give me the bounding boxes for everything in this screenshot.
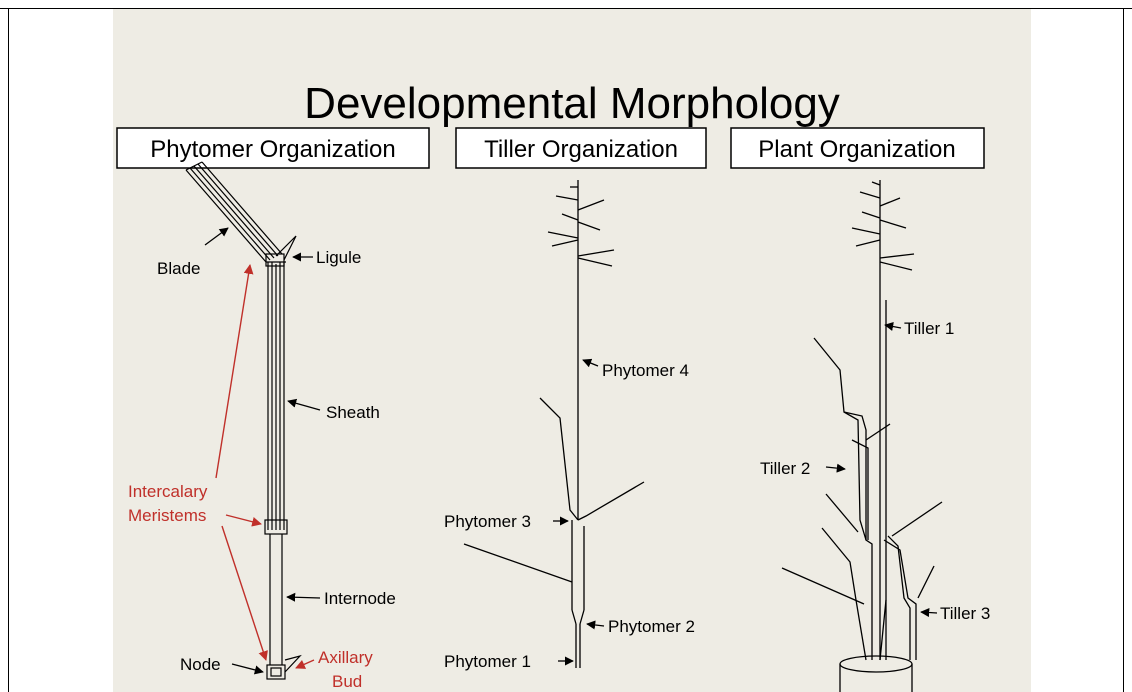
pointer-meristem-node [222,526,266,660]
pointer-internode [287,597,320,598]
panel-label-phytomer: Phytomer Organization [150,136,395,163]
label-axillary-1: Axillary [318,648,373,667]
ligule-meristem-box [266,254,284,266]
label-phytomer-1: Phytomer 1 [444,652,531,671]
panel-label-plant: Plant Organization [758,136,955,163]
label-internode: Internode [324,589,396,608]
axillary-bud-shape [285,656,300,672]
blade-shape [186,162,282,262]
pointer-meristem-sheath [226,515,261,524]
label-tiller-3: Tiller 3 [940,604,990,623]
label-blade: Blade [157,259,200,278]
label-ligule: Ligule [316,248,361,267]
label-phytomer-2: Phytomer 2 [608,617,695,636]
pointer-blade [205,228,228,245]
pointer-phytomer-2 [587,624,604,626]
pointer-axillary-bud [296,660,314,668]
pointer-tiller-1 [885,325,901,328]
label-phytomer-3: Phytomer 3 [444,512,531,531]
tiller-drawing [464,180,644,668]
plant-drawing [782,180,942,692]
sheath-shape [266,262,286,530]
label-node: Node [180,655,221,674]
pointer-phytomer-4 [583,360,598,366]
label-tiller-2: Tiller 2 [760,459,810,478]
pointer-node [232,664,263,672]
pointer-tiller-2 [826,467,845,469]
panel-label-tiller: Tiller Organization [484,136,678,163]
label-axillary-2: Bud [332,672,362,691]
label-sheath: Sheath [326,403,380,422]
label-tiller-1: Tiller 1 [904,319,954,338]
label-intercalary-2: Meristems [128,506,206,525]
slide-title: Developmental Morphology [304,79,840,128]
pointer-sheath [288,401,320,410]
label-phytomer-4: Phytomer 4 [602,361,689,380]
node-box [267,665,285,679]
pointer-meristem-upper [216,265,250,478]
phytomer-drawing [186,162,300,679]
label-intercalary-1: Intercalary [128,482,208,501]
pointer-tiller-3 [921,612,937,613]
